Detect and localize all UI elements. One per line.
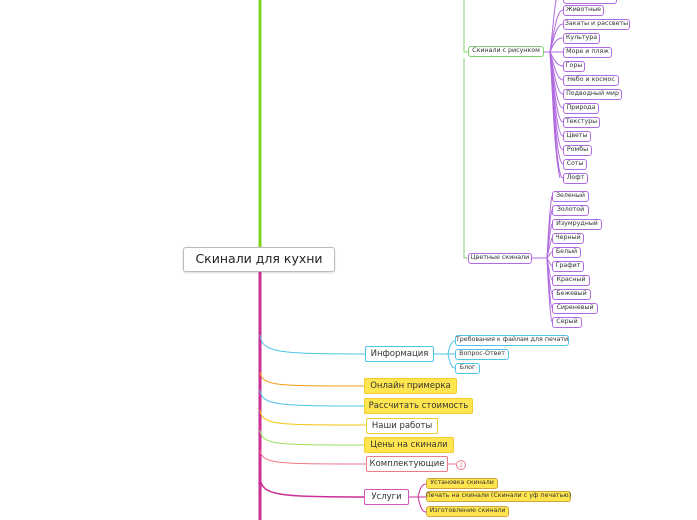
topic-pattern-item[interactable]: Культура bbox=[563, 33, 600, 44]
topic-pattern-item[interactable]: Лофт bbox=[563, 173, 588, 184]
topic-label: Закаты и рассветы bbox=[564, 20, 629, 28]
topic-colored[interactable]: Цветные скинали bbox=[468, 253, 532, 264]
topic-color-item[interactable]: Бежевый bbox=[552, 289, 591, 300]
topic-online-fitting[interactable]: Онлайн примерка bbox=[364, 378, 457, 394]
topic-label: Золотой bbox=[556, 206, 585, 214]
topic-service-item[interactable]: Изготовление скинали bbox=[426, 506, 509, 517]
topic-label: Лофт bbox=[566, 174, 585, 182]
topic-pattern-item[interactable]: Животные bbox=[563, 5, 604, 16]
topic-pattern-item[interactable]: Закаты и рассветы bbox=[563, 19, 630, 30]
topic-label: Графит bbox=[555, 262, 581, 270]
topic-pattern-item[interactable]: Цветы bbox=[563, 131, 591, 142]
topic-label: Информация bbox=[370, 348, 429, 359]
topic-pattern-item[interactable]: Море и пляж bbox=[563, 47, 612, 58]
topic-label: Подводный мир bbox=[566, 90, 619, 98]
collapsed-count-badge[interactable]: 2 bbox=[456, 460, 466, 470]
topic-label: Требования к файлам для печати bbox=[455, 336, 569, 344]
topic-color-item[interactable]: Графит bbox=[552, 261, 584, 272]
topic-pattern-item[interactable]: Подводный мир bbox=[563, 89, 622, 100]
topic-pattern-item[interactable]: Небо и космос bbox=[563, 75, 619, 86]
topic-label: Серый bbox=[556, 318, 578, 326]
topic-color-item[interactable]: Зеленый bbox=[552, 191, 589, 202]
topic-label: Услуги bbox=[371, 491, 402, 502]
topic-label: Рассчитать стоимость bbox=[368, 400, 469, 411]
topic-label: Черный bbox=[555, 234, 581, 242]
topic-label: Блог bbox=[459, 364, 476, 372]
topic-color-item[interactable]: Изумрудный bbox=[552, 219, 602, 230]
topic-label: Изготовление скинали bbox=[429, 507, 506, 515]
topic-pattern-item[interactable]: Ромбы bbox=[563, 145, 592, 156]
topic-label: Установка скинали bbox=[430, 479, 494, 487]
topic-label: Цветные скинали bbox=[470, 254, 530, 262]
topic-label: Животные bbox=[565, 6, 602, 14]
topic-label: Зеленый bbox=[556, 192, 585, 200]
topic-prices[interactable]: Цены на скинали bbox=[364, 437, 454, 453]
topic-service-item[interactable]: Установка скинали bbox=[426, 478, 498, 489]
topic-info-item[interactable]: Блог bbox=[455, 363, 480, 374]
topic-label: Сиреневый bbox=[556, 304, 594, 312]
topic-color-item[interactable]: Сиреневый bbox=[552, 303, 598, 314]
topic-label: Природа bbox=[566, 104, 596, 112]
topic-info[interactable]: Информация bbox=[365, 346, 434, 362]
topic-color-item[interactable]: Красный bbox=[552, 275, 590, 286]
topic-label: Бежевый bbox=[556, 290, 587, 298]
root-topic[interactable]: Скинали для кухни bbox=[183, 247, 335, 272]
topic-pattern-item[interactable]: Соты bbox=[563, 159, 587, 170]
topic-label: Наши работы bbox=[371, 420, 433, 431]
topic-label: Белый bbox=[555, 248, 578, 256]
topic-pattern-item[interactable]: Текстуры bbox=[563, 117, 600, 128]
topic-our-works[interactable]: Наши работы bbox=[366, 418, 438, 434]
topic-color-item[interactable]: Черный bbox=[552, 233, 584, 244]
topic-label: Море и пляж bbox=[566, 48, 609, 56]
topic-label: Изумрудный bbox=[556, 220, 598, 228]
topic-label: Ромбы bbox=[566, 146, 589, 154]
root-topic-label: Скинали для кухни bbox=[195, 251, 323, 267]
topic-label: Цены на скинали bbox=[370, 439, 448, 450]
topic-label: Комплектующие bbox=[369, 458, 445, 469]
topic-components[interactable]: Комплектующие bbox=[366, 456, 448, 472]
topic-service-item[interactable]: Печать на скинали (Скинали с уф печатью) bbox=[426, 491, 571, 502]
topic-pattern-item[interactable]: Горы bbox=[563, 61, 585, 72]
topic-services[interactable]: Услуги bbox=[364, 489, 409, 505]
topic-calc-cost[interactable]: Рассчитать стоимость bbox=[364, 398, 473, 414]
topic-info-item[interactable]: Требования к файлам для печати bbox=[455, 335, 569, 346]
topic-label: Соты bbox=[566, 160, 584, 168]
topic-label: Цветы bbox=[566, 132, 588, 140]
topic-label: Онлайн примерка bbox=[370, 380, 451, 391]
topic-pattern-item[interactable]: Природа bbox=[563, 103, 599, 114]
topic-label: Печать на скинали (Скинали с уф печатью) bbox=[425, 492, 572, 500]
topic-label: Текстуры bbox=[565, 118, 598, 126]
topic-color-item[interactable]: Серый bbox=[552, 317, 582, 328]
topic-label: Вопрос-Ответ bbox=[459, 350, 505, 358]
topic-label: Скинали с рисунком bbox=[472, 47, 540, 55]
topic-label: Горы bbox=[565, 62, 583, 70]
topic-label: Красный bbox=[556, 276, 586, 284]
topic-pattern-item[interactable] bbox=[563, 0, 617, 4]
topic-label: Культура bbox=[565, 34, 598, 42]
topic-with-pattern[interactable]: Скинали с рисунком bbox=[468, 46, 544, 57]
topic-info-item[interactable]: Вопрос-Ответ bbox=[455, 349, 509, 360]
topic-label: Небо и космос bbox=[567, 76, 615, 84]
topic-color-item[interactable]: Белый bbox=[552, 247, 581, 258]
topic-color-item[interactable]: Золотой bbox=[552, 205, 589, 216]
